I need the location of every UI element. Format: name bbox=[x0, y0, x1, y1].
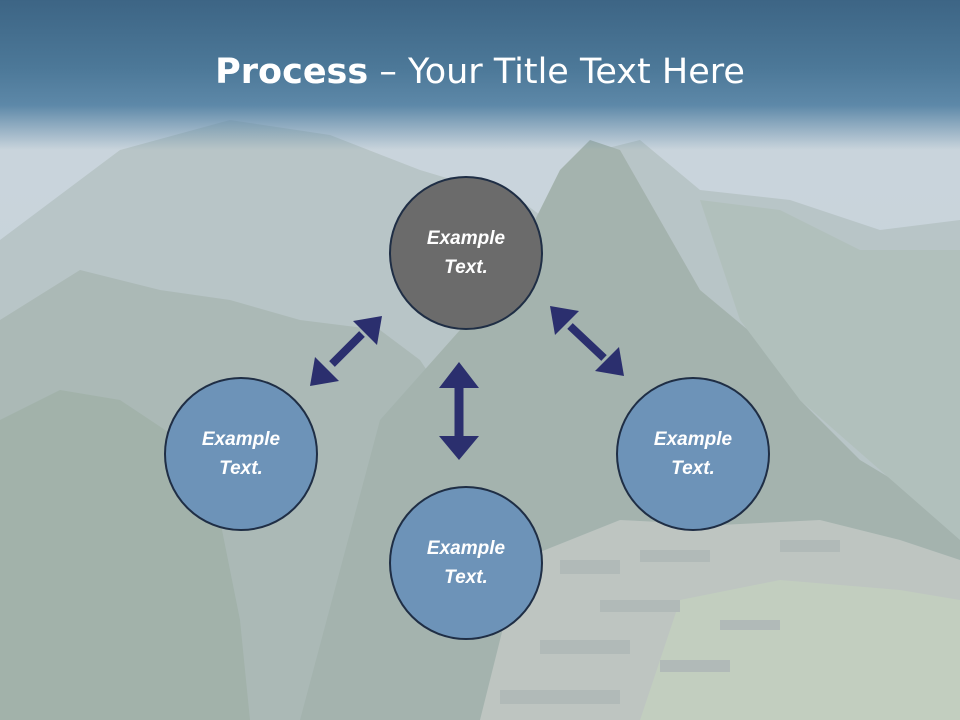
process-node-left-label: Example Text. bbox=[201, 429, 281, 479]
arrow-top-left bbox=[310, 316, 382, 386]
process-node-right: Example Text. bbox=[616, 377, 770, 531]
title-dash: – bbox=[368, 52, 408, 92]
arrow-vertical bbox=[439, 362, 479, 460]
process-node-bottom: Example Text. bbox=[389, 486, 543, 640]
arrow-top-right bbox=[550, 306, 624, 376]
process-node-right-label: Example Text. bbox=[653, 429, 733, 479]
process-node-top: Example Text. bbox=[389, 176, 543, 330]
process-node-top-label: Example Text. bbox=[426, 228, 506, 278]
process-node-left: Example Text. bbox=[164, 377, 318, 531]
page-title: Process – Your Title Text Here bbox=[0, 52, 960, 92]
title-rest: Your Title Text Here bbox=[407, 52, 745, 92]
title-bold: Process bbox=[215, 52, 369, 92]
title-bar bbox=[0, 0, 960, 150]
process-node-bottom-label: Example Text. bbox=[426, 538, 506, 588]
